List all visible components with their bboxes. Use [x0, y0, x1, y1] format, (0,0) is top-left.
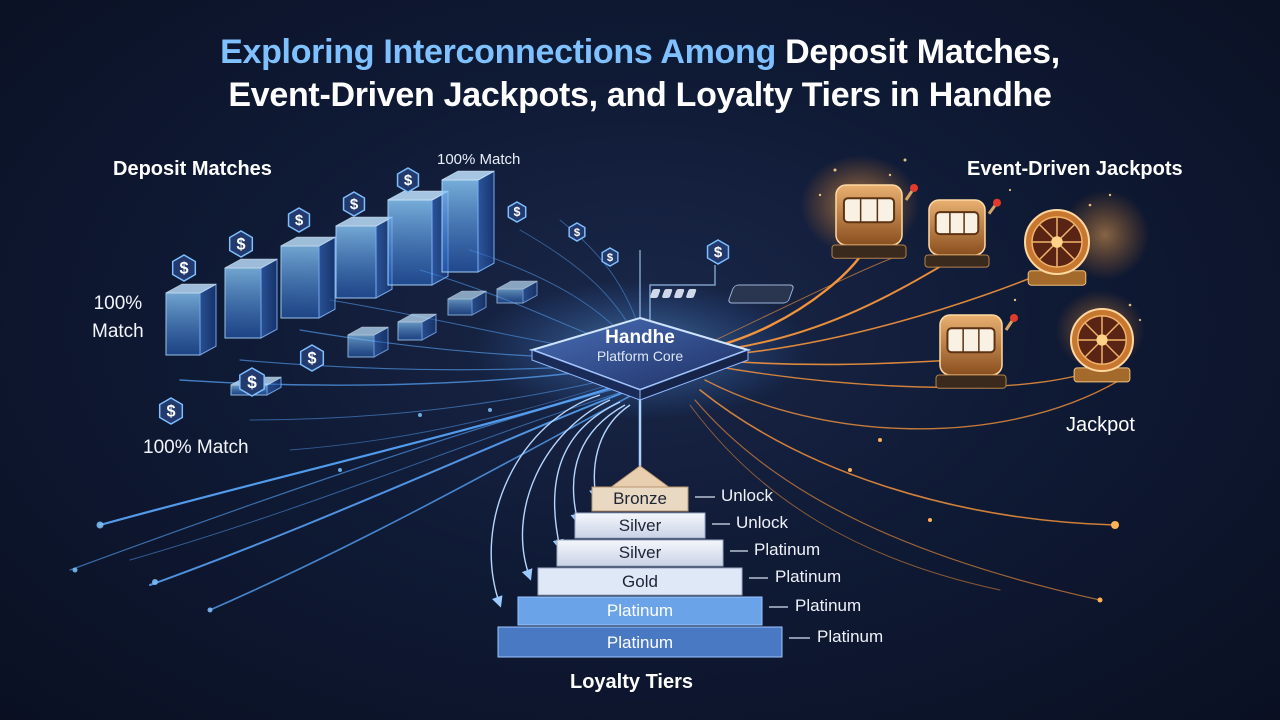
title-rest-text: Deposit Matches,: [775, 33, 1060, 71]
deposit-bar: [347, 326, 389, 358]
tier-link-label-4: Platinum: [775, 567, 842, 586]
tier-name-bronze: Bronze: [613, 489, 667, 508]
deposit-bar: [335, 216, 393, 299]
tier-link-label-1: Unlock: [721, 486, 773, 505]
tier-name-platinum-2: Platinum: [606, 633, 674, 652]
tier-bar-silver-2: [556, 539, 724, 567]
deposit-bar: [397, 313, 437, 341]
loyalty-tiers-label: Loyalty Tiers: [570, 671, 694, 693]
deposit-matches-label: Deposit Matches: [113, 158, 272, 180]
deposit-bar: [447, 290, 487, 316]
svg-text:$: $: [404, 172, 413, 189]
svg-text:$: $: [607, 252, 614, 264]
svg-text:$: $: [236, 235, 245, 253]
tier-arrows: [490, 394, 631, 608]
tier-bar-gold: [537, 567, 743, 596]
jackpot-tokens: [650, 284, 794, 304]
prize-wheel-icon: [1070, 308, 1134, 383]
sparkles: [818, 158, 1142, 322]
match-label-bottom: 100% Match: [143, 437, 249, 458]
event-driven-jackpots-label: Event-Driven Jackpots: [967, 158, 1183, 180]
jackpot-label: Jackpot: [1066, 414, 1135, 436]
title-accent-text: Exploring Interconnections Among: [220, 33, 776, 71]
deposit-bar: [165, 283, 217, 356]
core-subtitle: Platform Core: [596, 348, 684, 364]
core-title: Handhe: [605, 327, 675, 348]
deposit-bar: [441, 170, 495, 273]
svg-text:$: $: [179, 259, 188, 277]
tier-link-label-3: Platinum: [754, 540, 821, 559]
svg-text:$: $: [574, 227, 581, 239]
loyalty-pyramid: [497, 465, 810, 658]
tier-name-silver-2: Silver: [618, 543, 662, 562]
tier-bar-platinum-1: [517, 596, 763, 626]
tier-link-label-5: Platinum: [795, 596, 862, 615]
tier-link-label-6: Platinum: [817, 627, 884, 646]
dollar-icon: $: [287, 207, 311, 233]
slot-machine-icon: [924, 198, 1001, 268]
deposit-bar: [496, 280, 538, 304]
diagram-title-line-2: Event-Driven Jackpots, and Loyalty Tiers…: [228, 76, 1052, 114]
tier-link-label-2: Unlock: [736, 513, 788, 532]
deposit-bar: [280, 236, 336, 319]
svg-text:$: $: [714, 244, 723, 261]
dollar-icon: $: [299, 344, 325, 372]
tier-bar-platinum-2: [497, 626, 783, 658]
tier-name-gold: Gold: [622, 572, 658, 591]
dollar-icon: $: [158, 397, 184, 425]
svg-text:$: $: [295, 212, 304, 229]
prize-wheel-icon: [1024, 209, 1090, 286]
platform-core: [528, 316, 752, 401]
svg-text:$: $: [514, 205, 521, 219]
deposit-bar: [387, 190, 449, 286]
svg-text:$: $: [247, 372, 257, 392]
tier-bar-bronze: [591, 486, 689, 512]
slot-machine-icon: [831, 184, 918, 259]
deposit-bar: [224, 258, 278, 339]
dollar-icon: $: [239, 367, 265, 397]
dollar-icon: $: [568, 222, 586, 242]
deposit-bars: [165, 170, 538, 396]
dollar-icon: $: [507, 201, 527, 223]
diagram-title-line-1: Exploring Interconnections Among Deposit…: [0, 33, 1280, 72]
dollar-icon: $: [228, 230, 254, 258]
match-label-top: 100% Match: [437, 151, 521, 168]
dollar-icon: $: [601, 247, 619, 267]
dollar-icon: $: [171, 254, 197, 282]
dollar-icon: $: [342, 191, 366, 217]
tier-name-silver-1: Silver: [618, 516, 662, 535]
svg-text:$: $: [350, 196, 359, 213]
tier-name-platinum-1: Platinum: [606, 601, 674, 620]
slot-machine-icon: [935, 314, 1018, 389]
svg-text:$: $: [307, 349, 316, 367]
match-label-left: 100% Match: [92, 293, 144, 342]
dollar-icon: $: [396, 167, 420, 193]
dollar-icon: $: [706, 239, 730, 265]
svg-text:$: $: [166, 402, 175, 420]
tier-bar-silver-1: [574, 512, 706, 539]
